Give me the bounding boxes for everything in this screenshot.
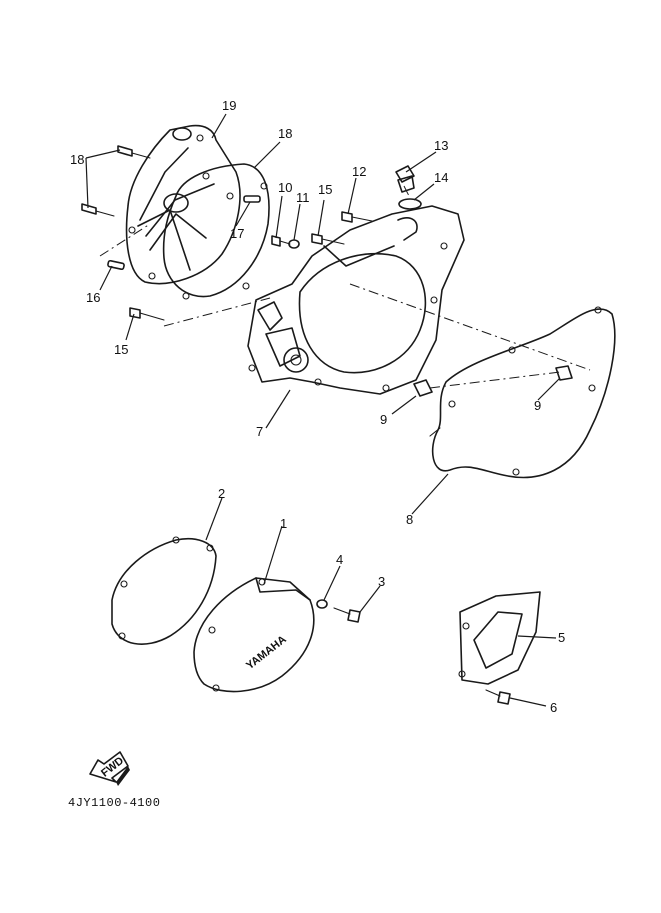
callout-19: 18 bbox=[70, 152, 84, 167]
callout-9-right: 9 bbox=[534, 398, 541, 413]
callout-labels: 19 18 18 16 17 10 11 15 12 13 14 15 7 9 … bbox=[70, 98, 565, 715]
brand-logo-text: YAMAHA bbox=[244, 634, 289, 673]
callout-12: 10 bbox=[278, 180, 292, 195]
callout-2: 2 bbox=[218, 486, 225, 501]
callout-15-lower: 15 bbox=[114, 342, 128, 357]
callout-5: 5 bbox=[558, 630, 565, 645]
part-15-bolt-lower bbox=[129, 307, 165, 321]
callout-8: 8 bbox=[406, 512, 413, 527]
part-17-gasket bbox=[162, 163, 270, 300]
part-9-collar-right bbox=[555, 365, 573, 381]
part-10-plug bbox=[395, 165, 415, 193]
part-11-o-ring bbox=[398, 198, 422, 210]
callout-1: 1 bbox=[280, 516, 287, 531]
callout-18-right: 17 bbox=[230, 226, 244, 241]
callout-10: 13 bbox=[434, 138, 448, 153]
part-9-collar-left bbox=[413, 379, 433, 397]
callout-4: 4 bbox=[336, 552, 343, 567]
callout-13: 11 bbox=[296, 190, 310, 205]
part-12-screw bbox=[271, 235, 291, 247]
leader-lines bbox=[85, 113, 561, 707]
catalog-code: 4JY1100-4100 bbox=[68, 796, 160, 810]
callout-7: 7 bbox=[256, 424, 263, 439]
callout-11: 14 bbox=[434, 170, 448, 185]
part-16-clutch-cover bbox=[125, 124, 241, 285]
part-3-bolt bbox=[333, 607, 361, 623]
part-7-crankcase-cover bbox=[247, 205, 465, 395]
forward-direction-arrow-icon: FWD bbox=[89, 751, 130, 786]
callout-3: 3 bbox=[378, 574, 385, 589]
part-2-gasket bbox=[111, 536, 217, 645]
callout-16: 19 bbox=[222, 98, 236, 113]
part-4-washer bbox=[316, 599, 328, 609]
alignment-lines bbox=[99, 185, 591, 389]
part-15-bolt-upper bbox=[311, 233, 345, 245]
callout-6: 6 bbox=[550, 700, 557, 715]
callout-9-left: 9 bbox=[380, 412, 387, 427]
callout-14: 12 bbox=[352, 164, 366, 179]
callout-18-left: 16 bbox=[86, 290, 100, 305]
part-14-bolt bbox=[341, 211, 373, 223]
callout-17: 18 bbox=[278, 126, 292, 141]
part-8-crankcase-gasket bbox=[429, 306, 616, 479]
part-1-magneto-cover: YAMAHA bbox=[193, 577, 315, 693]
part-6-bolt bbox=[485, 689, 511, 705]
callout-15-upper: 15 bbox=[318, 182, 332, 197]
part-5-sprocket-guard bbox=[458, 591, 541, 685]
part-18-dowel-pins bbox=[107, 195, 261, 271]
